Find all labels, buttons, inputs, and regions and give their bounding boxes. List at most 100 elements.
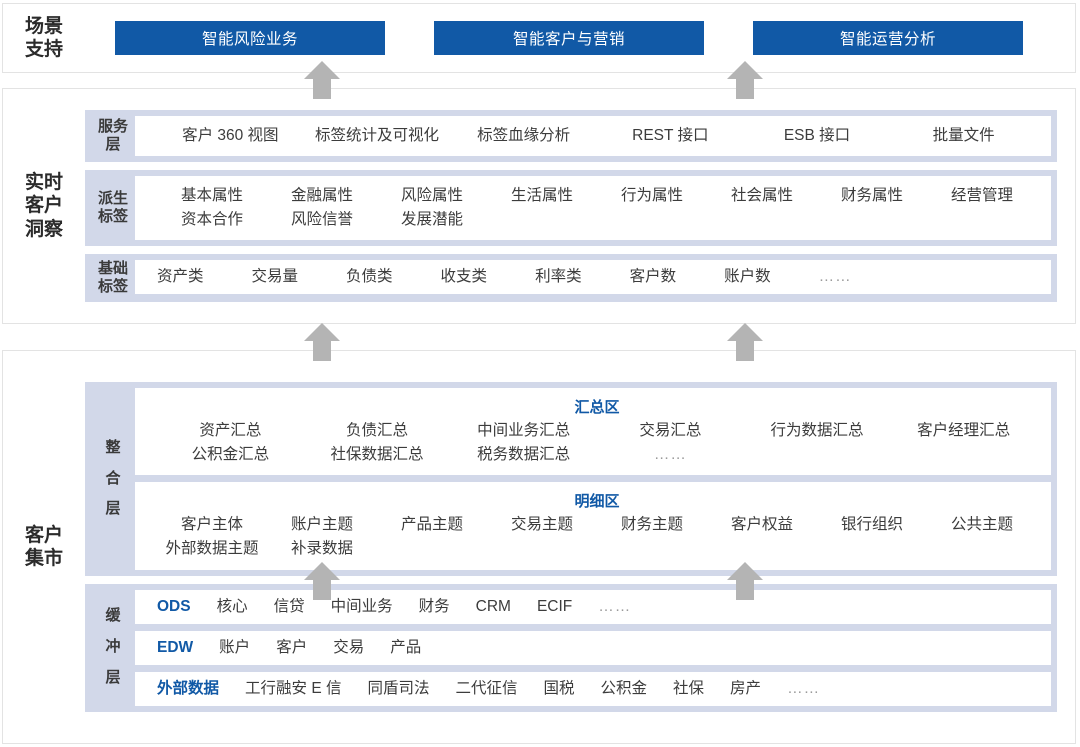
layer-service-cards: 客户 360 视图 标签统计及可视化 标签血缘分析 REST 接口 ESB 接口… (135, 115, 1051, 156)
buffer-edw-item[interactable]: 客户 (276, 638, 308, 656)
layer-service-label-line1: 服务 (97, 117, 128, 135)
buffer-ods-accent[interactable]: ODS (157, 597, 191, 615)
layer-derived-tags-label-line1: 派生 (97, 190, 128, 207)
buffer-ods-item[interactable]: 信贷 (273, 597, 305, 615)
derived-tag-item[interactable]: 发展潜能 (400, 211, 463, 228)
section-customer-mart: 客户 集市 整 合 层 汇总区 资产汇总 (2, 350, 1076, 744)
buffer-ods-item[interactable]: 核心 (216, 597, 248, 615)
detail-zone-item[interactable]: 财务主题 (620, 516, 683, 534)
buffer-ods-row: ODS 核心 信贷 中间业务 财务 CRM ECIF …… (157, 595, 1037, 619)
derived-tag-item[interactable]: 社会属性 (730, 186, 793, 204)
mart-layer-stack: 整 合 层 汇总区 资产汇总 负债汇总 中间业务汇总 交易汇总 (85, 382, 1075, 712)
summary-zone-item[interactable]: 资产汇总 (199, 422, 262, 440)
layer-derived-tags-cards: 基本属性 金融属性 风险属性 生活属性 行为属性 社会属性 财务属性 经营管理 … (135, 175, 1051, 241)
layer-derived-tags-label-line2: 标签 (97, 208, 128, 225)
buffer-ods-item[interactable]: 财务 (418, 597, 450, 615)
buffer-edw-item[interactable]: 交易 (333, 638, 365, 656)
summary-zone-item[interactable]: 交易汇总 (639, 422, 702, 440)
derived-tag-item[interactable]: 资本合作 (180, 211, 243, 228)
section-insight-title: 实时 客户 洞察 (3, 171, 85, 241)
buffer-ods-item[interactable]: ECIF (536, 597, 573, 615)
derived-tag-item[interactable]: 金融属性 (290, 186, 353, 204)
basic-tag-item[interactable]: 账户数 (724, 268, 771, 286)
buffer-ods-item[interactable]: CRM (475, 597, 511, 615)
buffer-ods-item[interactable]: 中间业务 (330, 597, 393, 615)
buffer-ods-ellipsis: …… (598, 597, 632, 615)
detail-zone-item[interactable]: 交易主题 (510, 516, 573, 534)
service-item[interactable]: 标签血缘分析 (477, 126, 571, 144)
layer-integration-label-char3: 层 (105, 500, 121, 518)
basic-tag-ellipsis: …… (818, 268, 852, 286)
section-insight-title-line3: 洞察 (24, 218, 63, 240)
basic-tag-item[interactable]: 利率类 (535, 268, 582, 286)
summary-zone-item[interactable]: 公积金汇总 (191, 446, 270, 464)
card-derived-tags-items: 基本属性 金融属性 风险属性 生活属性 行为属性 社会属性 财务属性 经营管理 … (135, 175, 1051, 241)
derived-tags-row-1: 基本属性 金融属性 风险属性 生活属性 行为属性 社会属性 财务属性 经营管理 (157, 184, 1037, 208)
service-item[interactable]: REST 接口 (632, 126, 709, 144)
buffer-edw-accent[interactable]: EDW (157, 638, 194, 656)
detail-zone-item[interactable]: 外部数据主题 (165, 540, 259, 558)
detail-zone-item[interactable]: 客户权益 (730, 516, 793, 534)
service-item[interactable]: 标签统计及可视化 (314, 126, 439, 144)
layer-service: 服务 层 客户 360 视图 标签统计及可视化 标签血缘分析 REST 接口 E… (85, 109, 1057, 162)
basic-tag-item[interactable]: 客户数 (629, 268, 677, 286)
buffer-external-item[interactable]: 社保 (673, 679, 705, 697)
buffer-external-item[interactable]: 公积金 (600, 679, 648, 697)
derived-tag-item[interactable]: 风险信誉 (290, 211, 353, 228)
section-mart-title: 客户 集市 (3, 524, 85, 570)
buffer-external-item[interactable]: 工行融安 E 信 (245, 679, 342, 697)
detail-zone-item[interactable]: 公共主题 (950, 516, 1013, 534)
buffer-external-item[interactable]: 房产 (730, 679, 762, 697)
scene-button-risk[interactable]: 智能风险业务 (115, 21, 385, 55)
detail-zone-item[interactable]: 银行组织 (840, 516, 903, 534)
layer-integration-label: 整 合 层 (91, 388, 135, 569)
derived-tag-item[interactable]: 财务属性 (840, 186, 903, 204)
derived-tag-item[interactable]: 风险属性 (400, 186, 463, 204)
card-summary-zone: 汇总区 资产汇总 负债汇总 中间业务汇总 交易汇总 行为数据汇总 客户经理汇总 … (135, 388, 1051, 476)
layer-basic-tags: 基础 标签 资产类 交易量 负债类 收支类 利率类 客户数 账户数 (85, 254, 1057, 303)
basic-tag-item[interactable]: 资产类 (157, 268, 204, 286)
layer-basic-tags-cards: 资产类 交易量 负债类 收支类 利率类 客户数 账户数 …… (135, 260, 1051, 296)
derived-tag-item[interactable]: 经营管理 (950, 186, 1013, 204)
buffer-edw-item[interactable]: 账户 (219, 638, 251, 656)
card-buffer-external: 外部数据 工行融安 E 信 同盾司法 二代征信 国税 公积金 社保 房产 …… (135, 671, 1051, 706)
derived-tag-item[interactable]: 生活属性 (510, 186, 573, 204)
buffer-external-item[interactable]: 同盾司法 (367, 679, 430, 697)
detail-zone-row-2: 外部数据主题 补录数据 (157, 537, 1037, 561)
derived-tag-item[interactable]: 行为属性 (620, 186, 683, 204)
summary-zone-item[interactable]: 客户经理汇总 (917, 422, 1011, 440)
detail-zone-item[interactable]: 产品主题 (400, 516, 463, 534)
detail-zone-item[interactable]: 补录数据 (290, 540, 353, 558)
card-buffer-edw: EDW 账户 客户 交易 产品 (135, 630, 1051, 665)
summary-zone-item[interactable]: 中间业务汇总 (477, 422, 571, 440)
summary-zone-row-1: 资产汇总 负债汇总 中间业务汇总 交易汇总 行为数据汇总 客户经理汇总 (157, 419, 1037, 443)
buffer-edw-item[interactable]: 产品 (390, 638, 422, 656)
service-item[interactable]: 批量文件 (932, 126, 995, 144)
basic-tags-row: 资产类 交易量 负债类 收支类 利率类 客户数 账户数 …… (157, 265, 1037, 289)
summary-zone-item[interactable]: 税务数据汇总 (477, 446, 571, 464)
buffer-external-ellipsis: …… (787, 679, 821, 697)
insight-layer-stack: 服务 层 客户 360 视图 标签统计及可视化 标签血缘分析 REST 接口 E… (85, 109, 1075, 303)
summary-zone-item[interactable]: 社保数据汇总 (330, 446, 424, 464)
derived-tags-row-2: 资本合作 风险信誉 发展潜能 (157, 208, 1037, 232)
layer-basic-tags-label: 基础 标签 (91, 260, 135, 296)
derived-tag-item[interactable]: 基本属性 (180, 186, 243, 204)
buffer-external-accent[interactable]: 外部数据 (157, 679, 220, 697)
scene-button-customer-marketing[interactable]: 智能客户与营销 (434, 21, 704, 55)
scene-button-operations-analytics[interactable]: 智能运营分析 (753, 21, 1023, 55)
service-item[interactable]: ESB 接口 (783, 126, 851, 144)
basic-tag-item[interactable]: 负债类 (346, 268, 393, 286)
service-item[interactable]: 客户 360 视图 (182, 126, 279, 144)
buffer-external-item[interactable]: 国税 (543, 679, 575, 697)
summary-zone-item[interactable]: 行为数据汇总 (770, 422, 864, 440)
layer-derived-tags: 派生 标签 基本属性 金融属性 风险属性 生活属性 行为属性 社会属性 财 (85, 169, 1057, 247)
detail-zone-item[interactable]: 客户主体 (180, 516, 243, 534)
card-buffer-ods: ODS 核心 信贷 中间业务 财务 CRM ECIF …… (135, 589, 1051, 624)
summary-zone-item[interactable]: 负债汇总 (345, 422, 408, 440)
layer-integration-cards: 汇总区 资产汇总 负债汇总 中间业务汇总 交易汇总 行为数据汇总 客户经理汇总 … (135, 388, 1051, 570)
basic-tag-item[interactable]: 交易量 (251, 268, 299, 286)
basic-tag-item[interactable]: 收支类 (440, 268, 488, 286)
buffer-external-item[interactable]: 二代征信 (455, 679, 518, 697)
detail-zone-item[interactable]: 账户主题 (290, 516, 353, 534)
layer-basic-tags-label-line1: 基础 (97, 260, 128, 278)
